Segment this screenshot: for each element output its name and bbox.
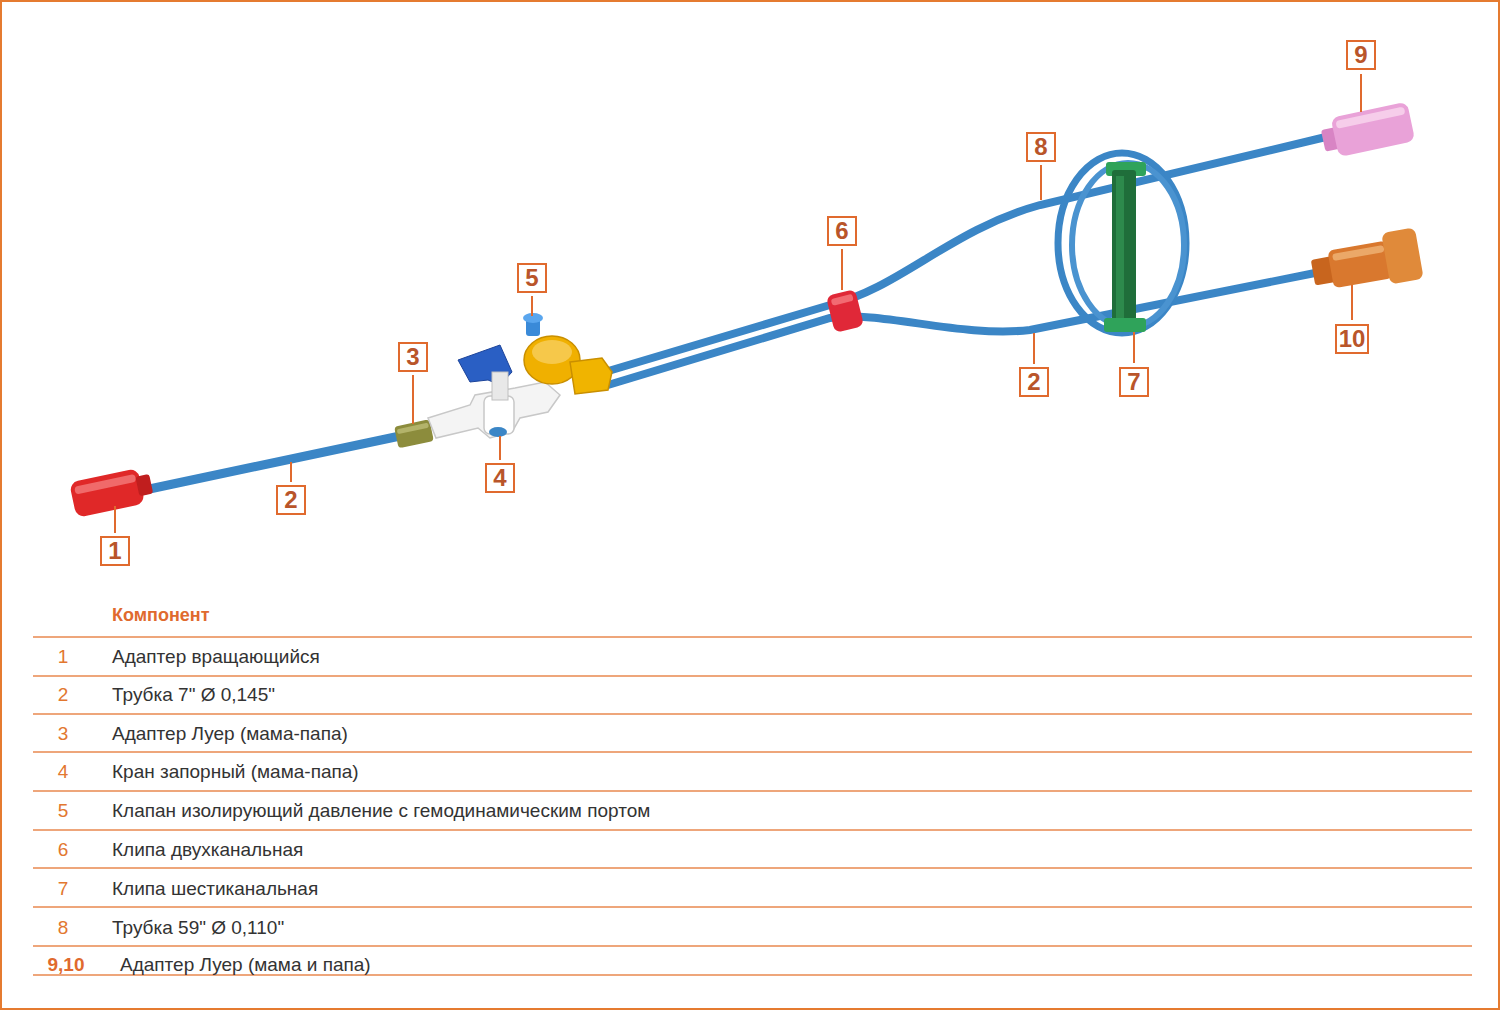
callout-number: 8: [1026, 132, 1056, 162]
adapter-collar: [1381, 227, 1424, 284]
clip-highlight: [831, 294, 854, 306]
component-name: Адаптер Луер (мама и папа): [120, 954, 371, 976]
row-number: 8: [58, 917, 69, 939]
table-rules: [33, 637, 1472, 975]
row-number: 5: [58, 800, 69, 822]
table-rule: [33, 636, 1472, 638]
valve-outlet: [570, 358, 612, 394]
adapter-body: [1327, 240, 1393, 288]
table-rule: [33, 945, 1472, 947]
component-name: Кран запорный (мама-папа): [112, 761, 359, 783]
adapter-highlight: [397, 423, 429, 435]
leader-line: [290, 462, 292, 482]
row-number: 4: [58, 761, 69, 783]
valve-highlight: [532, 340, 572, 364]
tubing: [140, 136, 1330, 491]
tube: [605, 136, 1330, 372]
callout-number: 4: [485, 463, 515, 493]
two-channel-clip: [826, 289, 864, 333]
adapter-body: [69, 468, 145, 518]
row-number: 7: [58, 878, 69, 900]
leader-line: [114, 506, 116, 533]
rotating-adapter: [69, 466, 155, 518]
stopcock-port: [489, 427, 507, 437]
six-channel-clip: [1104, 162, 1146, 332]
adapter-neck: [135, 474, 153, 496]
clip-body: [826, 289, 864, 333]
adapter-highlight: [1332, 245, 1384, 261]
callout-number: 6: [827, 216, 857, 246]
tube: [140, 436, 400, 491]
callout-number: 2: [1019, 367, 1049, 397]
table-rule: [33, 867, 1472, 869]
leader-line: [1133, 332, 1135, 363]
table-rule: [33, 790, 1472, 792]
leader-line: [412, 375, 414, 424]
leader-line: [1351, 285, 1353, 320]
callout-number: 5: [517, 263, 547, 293]
callout-number: 1: [100, 536, 130, 566]
callout-number: 3: [398, 342, 428, 372]
table-rule: [33, 906, 1472, 908]
component-name: Адаптер вращающийся: [112, 646, 320, 668]
clip-tab: [1104, 318, 1146, 332]
row-number: 6: [58, 839, 69, 861]
row-number: 1: [58, 646, 69, 668]
luer-adapter-male: [1308, 227, 1423, 297]
clip-bar: [1112, 170, 1136, 328]
component-name: Адаптер Луер (мама-папа): [112, 723, 348, 745]
table-rule: [33, 751, 1472, 753]
component-name: Клапан изолирующий давление с гемодинами…: [112, 800, 650, 822]
leader-line: [499, 436, 501, 460]
callout-number: 7: [1119, 367, 1149, 397]
component-name: Трубка 59" Ø 0,110": [112, 917, 284, 939]
row-number: 2: [58, 684, 69, 706]
table-rule: [33, 829, 1472, 831]
component-name: Клипа двухканальная: [112, 839, 303, 861]
adapter-body: [1331, 102, 1416, 157]
tube-coil: [1072, 163, 1184, 327]
stopcock-stem: [492, 372, 508, 400]
adapter-highlight: [74, 474, 136, 495]
tube: [608, 272, 1320, 385]
leader-line: [1033, 333, 1035, 364]
adapter-highlight: [1335, 106, 1405, 128]
table-rule: [33, 675, 1472, 677]
component-name: Трубка 7" Ø 0,145": [112, 684, 275, 706]
row-number: 9,10: [48, 954, 85, 976]
luer-adapter-female: [1319, 102, 1415, 160]
leader-line: [531, 296, 533, 316]
leader-lines: [115, 74, 1361, 533]
table-rule: [33, 713, 1472, 715]
leader-line: [1040, 165, 1042, 200]
callout-number: 2: [276, 485, 306, 515]
table-header: Компонент: [112, 605, 210, 626]
leader-line: [841, 249, 843, 290]
clip-highlight: [1116, 176, 1124, 322]
callout-number: 10: [1335, 324, 1370, 354]
component-name: Клипа шестиканальная: [112, 878, 318, 900]
row-number: 3: [58, 723, 69, 745]
isolation-valve: [523, 313, 612, 394]
callout-number: 9: [1346, 40, 1376, 70]
tube-coil: [1058, 153, 1186, 333]
leader-line: [1360, 74, 1362, 112]
